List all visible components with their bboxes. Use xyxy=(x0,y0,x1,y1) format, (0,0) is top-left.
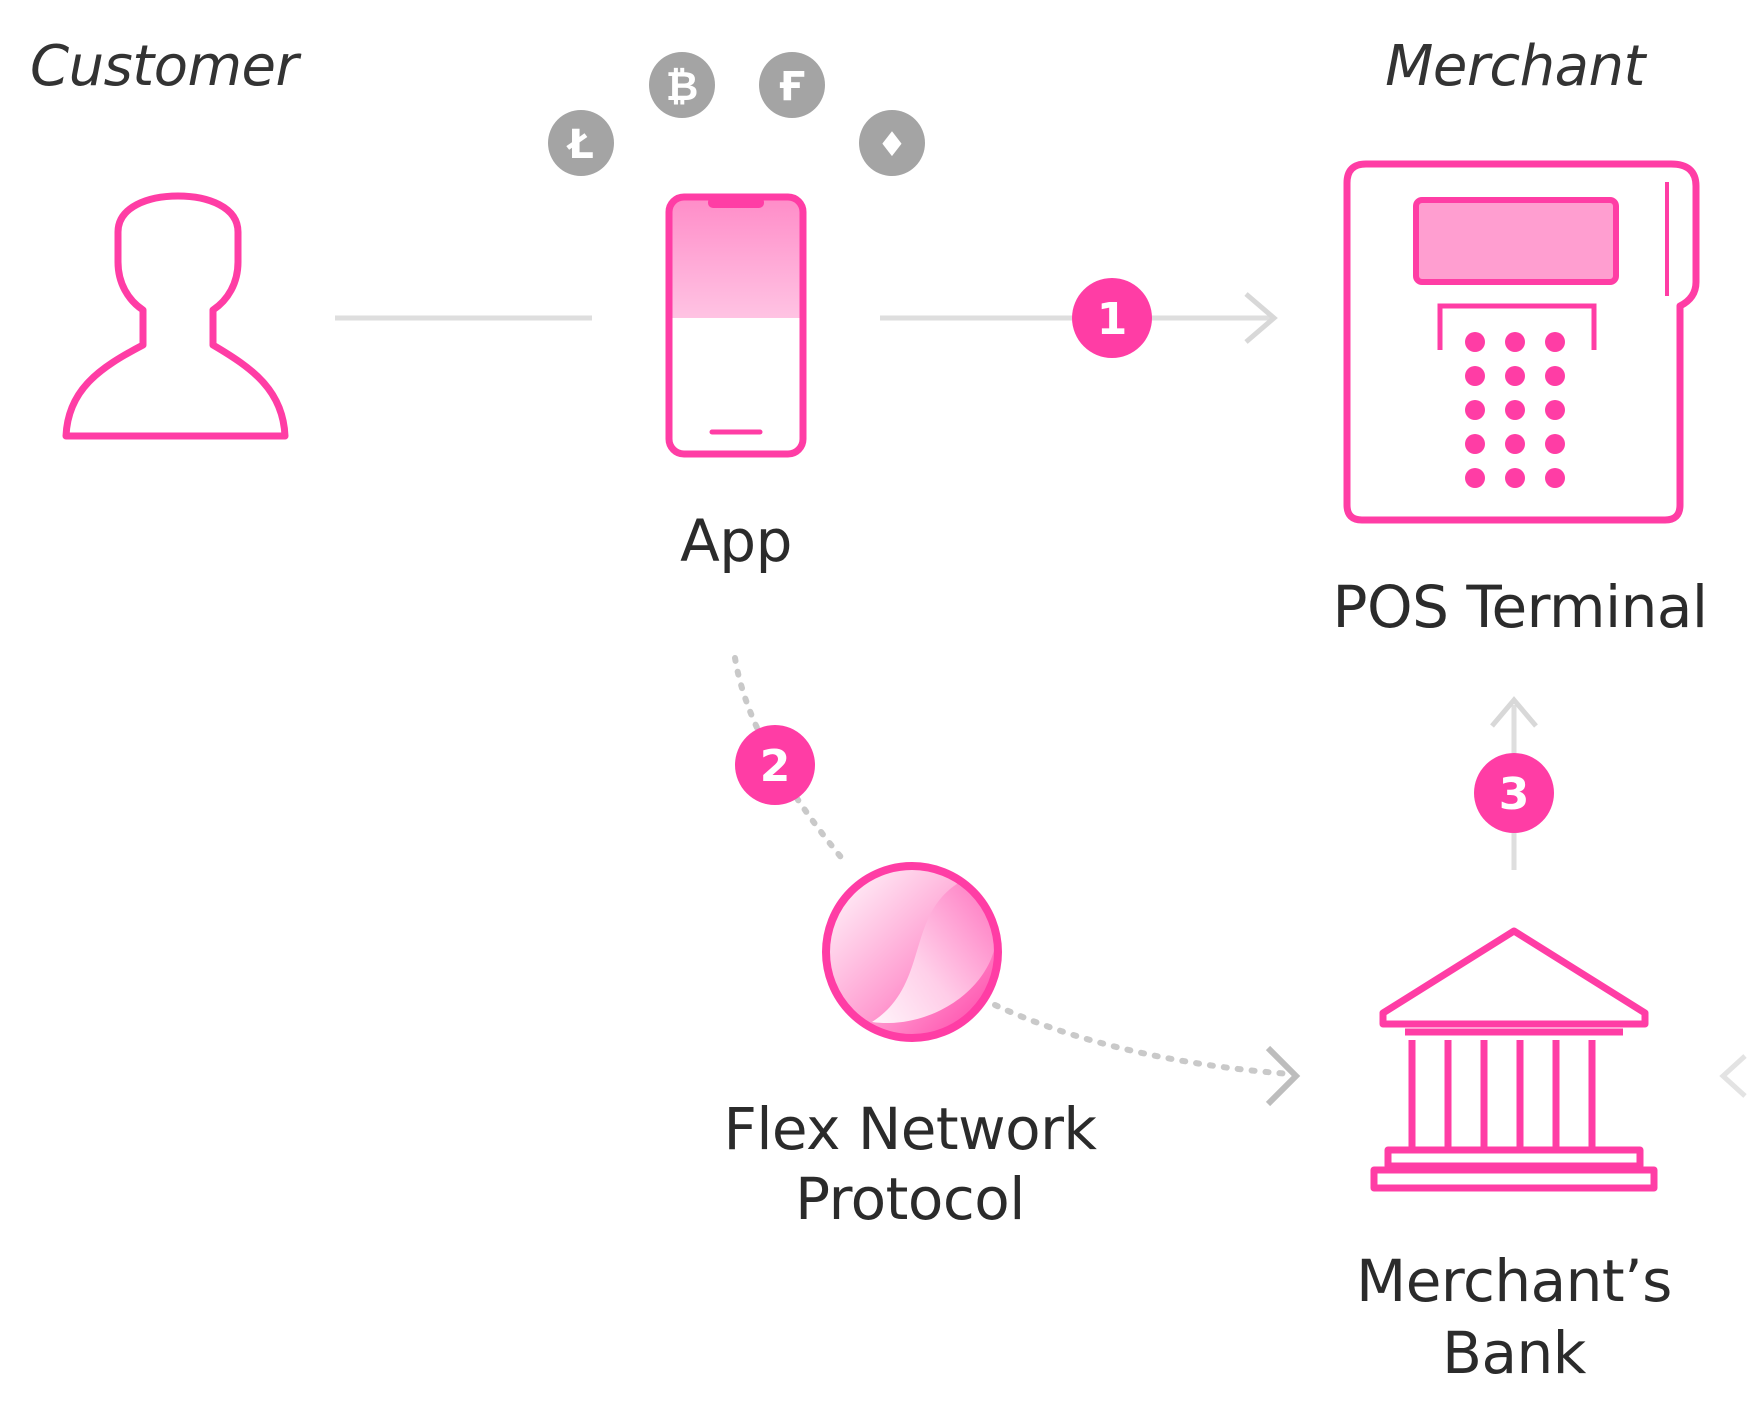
step-badge-3: 3 xyxy=(1474,753,1554,833)
step-badge-1: 1 xyxy=(1072,278,1152,358)
flex-network-icon xyxy=(822,862,1002,1042)
step-number: 3 xyxy=(1499,769,1530,820)
step-number: 1 xyxy=(1097,294,1128,345)
coin-glyph: ₿ xyxy=(666,64,699,110)
pos-terminal-label: POS Terminal xyxy=(1332,573,1709,641)
merchant-bank-label-line2: Bank xyxy=(1442,1319,1586,1387)
ethereum-coin-icon xyxy=(859,110,925,176)
merchant-bank-label-line1: Merchant’s xyxy=(1356,1247,1672,1315)
litecoin-coin-icon xyxy=(548,110,614,176)
coin-glyph: Ғ xyxy=(779,64,806,110)
smartphone-icon xyxy=(665,193,807,458)
coin-icons: Ł ₿ Ғ ♦ xyxy=(548,52,925,176)
incoming-arrow-edge xyxy=(1719,1054,1747,1098)
person-icon xyxy=(62,192,289,440)
pos-terminal-icon xyxy=(1343,160,1700,524)
customer-role-label: Customer xyxy=(30,34,299,99)
app-label: App xyxy=(680,507,792,575)
arrow-head-to-pos-from-bank xyxy=(1490,696,1538,728)
flex-bank-dotted-connector xyxy=(992,1002,1293,1077)
arrow-head-to-bank xyxy=(1265,1045,1301,1107)
app-flex-dotted-connector xyxy=(732,655,848,865)
bank-icon xyxy=(1370,927,1658,1192)
flex-network-label-line2: Protocol xyxy=(795,1165,1025,1233)
flex-network-label-line1: Flex Network xyxy=(723,1095,1097,1163)
flex-coin-icon xyxy=(759,52,825,118)
step-number: 2 xyxy=(760,741,791,792)
bitcoin-coin-icon xyxy=(649,52,715,118)
coin-glyph: ♦ xyxy=(877,125,907,165)
coin-glyph: Ł xyxy=(566,122,594,168)
merchant-role-label: Merchant xyxy=(1385,34,1645,99)
step-badge-2: 2 xyxy=(735,725,815,805)
arrow-head-to-pos xyxy=(1244,292,1278,344)
